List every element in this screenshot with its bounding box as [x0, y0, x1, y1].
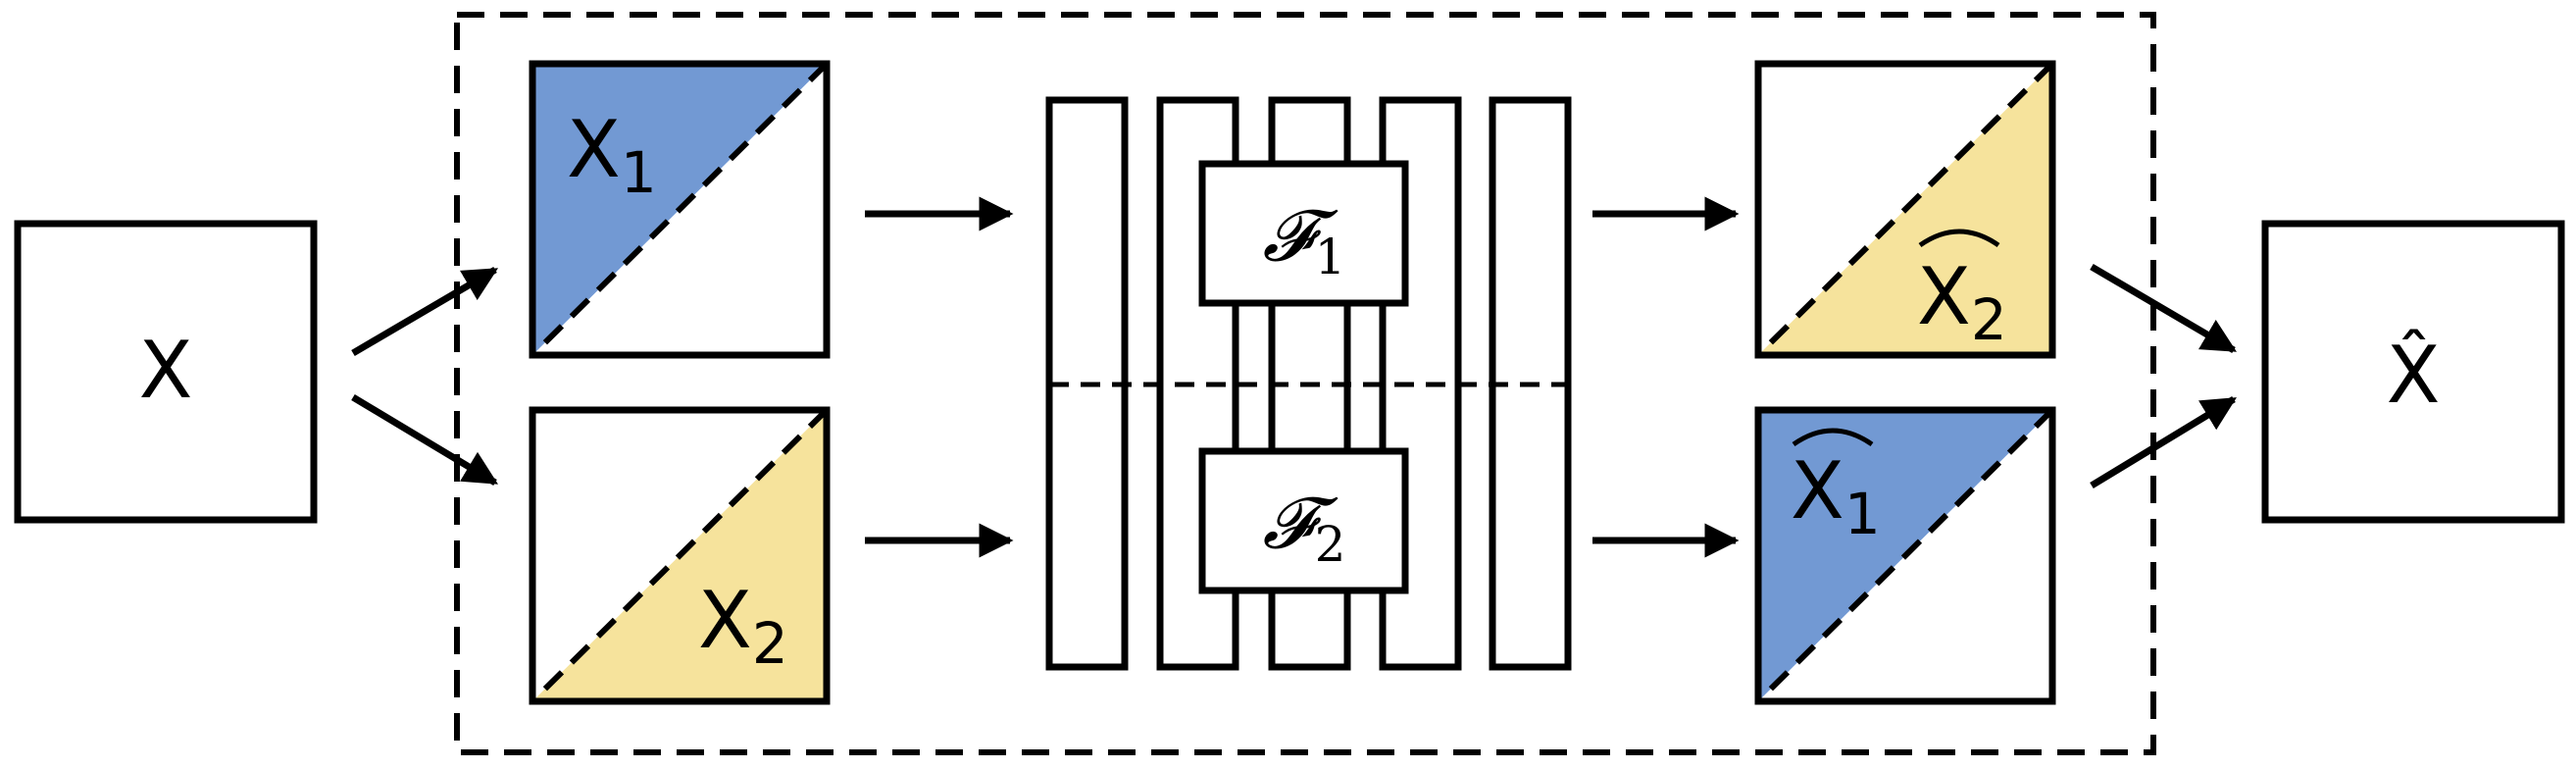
recon-top-hat: [1918, 229, 2000, 248]
arrow-top-recon-to-output: [2090, 263, 2238, 354]
recon-top-label: X2: [1917, 251, 2007, 353]
input-box: X: [14, 220, 318, 524]
output-label: X̂: [2387, 328, 2441, 421]
function-box-f2: 𝓕2: [1198, 447, 1409, 594]
recon-bottom-label: X1: [1791, 445, 1881, 547]
arrow-to-top-split: [351, 266, 499, 357]
recon-box-top: X2: [1754, 60, 2056, 359]
arrow-bottom-recon-to-output: [2090, 396, 2237, 488]
split-top-label: X1: [567, 104, 657, 206]
arrow-to-bottom-split: [351, 393, 499, 487]
recon-box-bottom: X1: [1754, 406, 2056, 705]
output-box: X̂: [2261, 220, 2565, 524]
dashed-container: [454, 12, 2156, 755]
split-box-bottom: X2: [529, 406, 831, 705]
recon-bottom-hat: [1792, 428, 1874, 447]
function-box-f1: 𝓕1: [1198, 160, 1409, 307]
split-bottom-label: X2: [698, 575, 788, 677]
network-block: 𝓕1 𝓕2: [1045, 96, 1572, 671]
input-label: X: [139, 325, 193, 416]
split-box-top: X1: [529, 60, 831, 359]
